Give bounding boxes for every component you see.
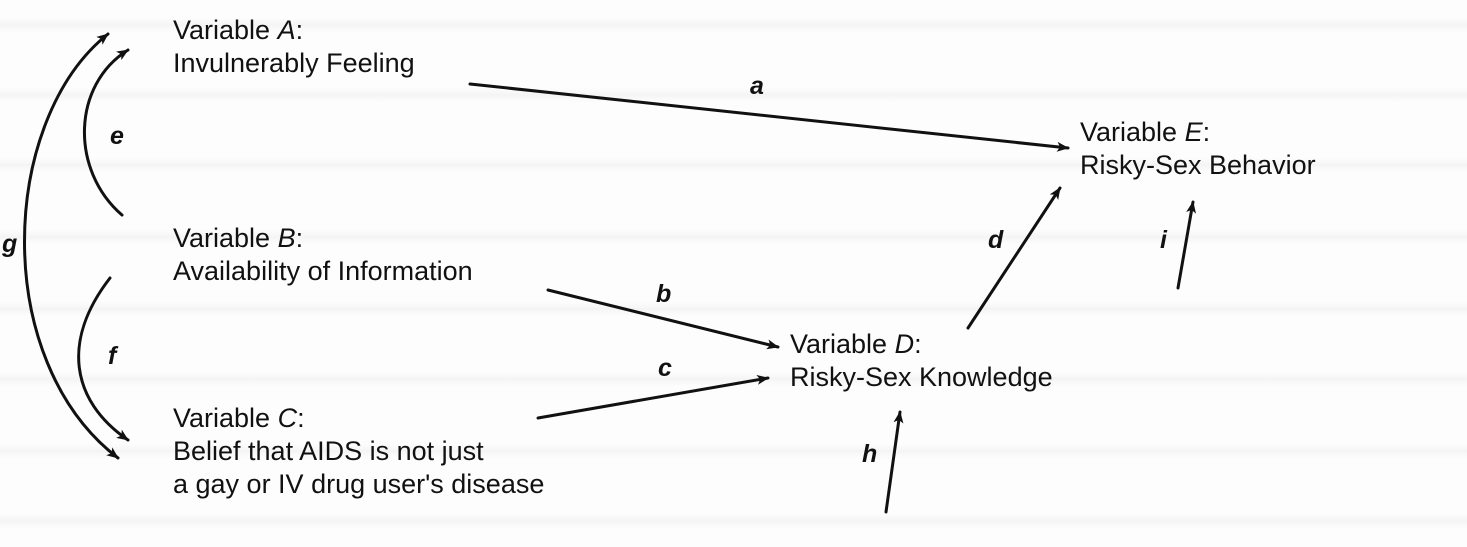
- node-b-title: Variable B:: [173, 222, 473, 255]
- edge-label-f: f: [108, 342, 117, 370]
- edge-label-i: i: [1160, 226, 1167, 254]
- edge-a-arrow: [468, 82, 1070, 152]
- node-c-label-line-1: Belief that AIDS is not just: [173, 436, 484, 466]
- edge-c-arrow: [536, 374, 770, 420]
- node-e-suffix: :: [1202, 117, 1211, 147]
- node-c-suffix: :: [297, 403, 305, 433]
- edge-label-d: d: [988, 226, 1004, 254]
- node-d-letter: D: [894, 329, 915, 359]
- node-d-title: Variable D:: [790, 328, 1053, 361]
- node-b-suffix: :: [295, 223, 304, 253]
- node-variable-e: Variable E: Risky-Sex Behavior: [1080, 116, 1316, 182]
- node-d-prefix: Variable: [790, 329, 895, 359]
- node-d-label: Risky-Sex Knowledge: [790, 362, 1053, 392]
- scan-texture: [0, 158, 1467, 172]
- node-d-suffix: :: [914, 329, 922, 359]
- edge-b-arrow: [546, 288, 780, 350]
- edge-label-g: g: [2, 230, 18, 258]
- scan-texture: [0, 230, 1467, 244]
- node-b-label: Availability of Information: [173, 256, 473, 286]
- node-e-title: Variable E:: [1080, 116, 1316, 149]
- edge-label-c: c: [658, 354, 672, 382]
- edge-h-arrow: [884, 410, 904, 514]
- node-c-letter: C: [277, 403, 298, 433]
- node-c-label-line-2: a gay or IV drug user's disease: [173, 469, 545, 499]
- edge-d-arrow: [966, 186, 1062, 330]
- scan-texture: [0, 444, 1467, 458]
- node-e-letter: E: [1184, 117, 1203, 147]
- edge-label-e: e: [110, 122, 124, 150]
- scan-texture: [0, 18, 1467, 32]
- scan-texture: [0, 514, 1467, 528]
- scan-texture: [0, 372, 1467, 386]
- node-a-suffix: :: [295, 15, 304, 45]
- edge-label-a: a: [750, 72, 764, 100]
- edge-f-arrow: [77, 276, 130, 442]
- node-e-label: Risky-Sex Behavior: [1080, 150, 1316, 180]
- node-a-label: Invulnerably Feeling: [173, 48, 415, 78]
- scan-texture: [0, 302, 1467, 316]
- edge-g-arrow: [23, 32, 120, 460]
- node-variable-c: Variable C: Belief that AIDS is not just…: [173, 402, 544, 501]
- node-variable-d: Variable D: Risky-Sex Knowledge: [790, 328, 1053, 394]
- node-b-prefix: Variable: [173, 223, 278, 253]
- node-variable-a: Variable A: Invulnerably Feeling: [173, 14, 415, 80]
- edge-label-b: b: [656, 280, 672, 308]
- node-a-prefix: Variable: [173, 15, 278, 45]
- edge-i-arrow: [1176, 200, 1197, 290]
- node-e-prefix: Variable: [1080, 117, 1185, 147]
- node-c-prefix: Variable: [173, 403, 278, 433]
- node-a-letter: A: [277, 15, 296, 45]
- scan-texture: [0, 88, 1467, 102]
- node-c-title: Variable C:: [173, 402, 544, 435]
- node-variable-b: Variable B: Availability of Information: [173, 222, 473, 288]
- node-b-letter: B: [277, 223, 296, 253]
- node-a-title: Variable A:: [173, 14, 415, 47]
- edge-label-h: h: [862, 440, 878, 468]
